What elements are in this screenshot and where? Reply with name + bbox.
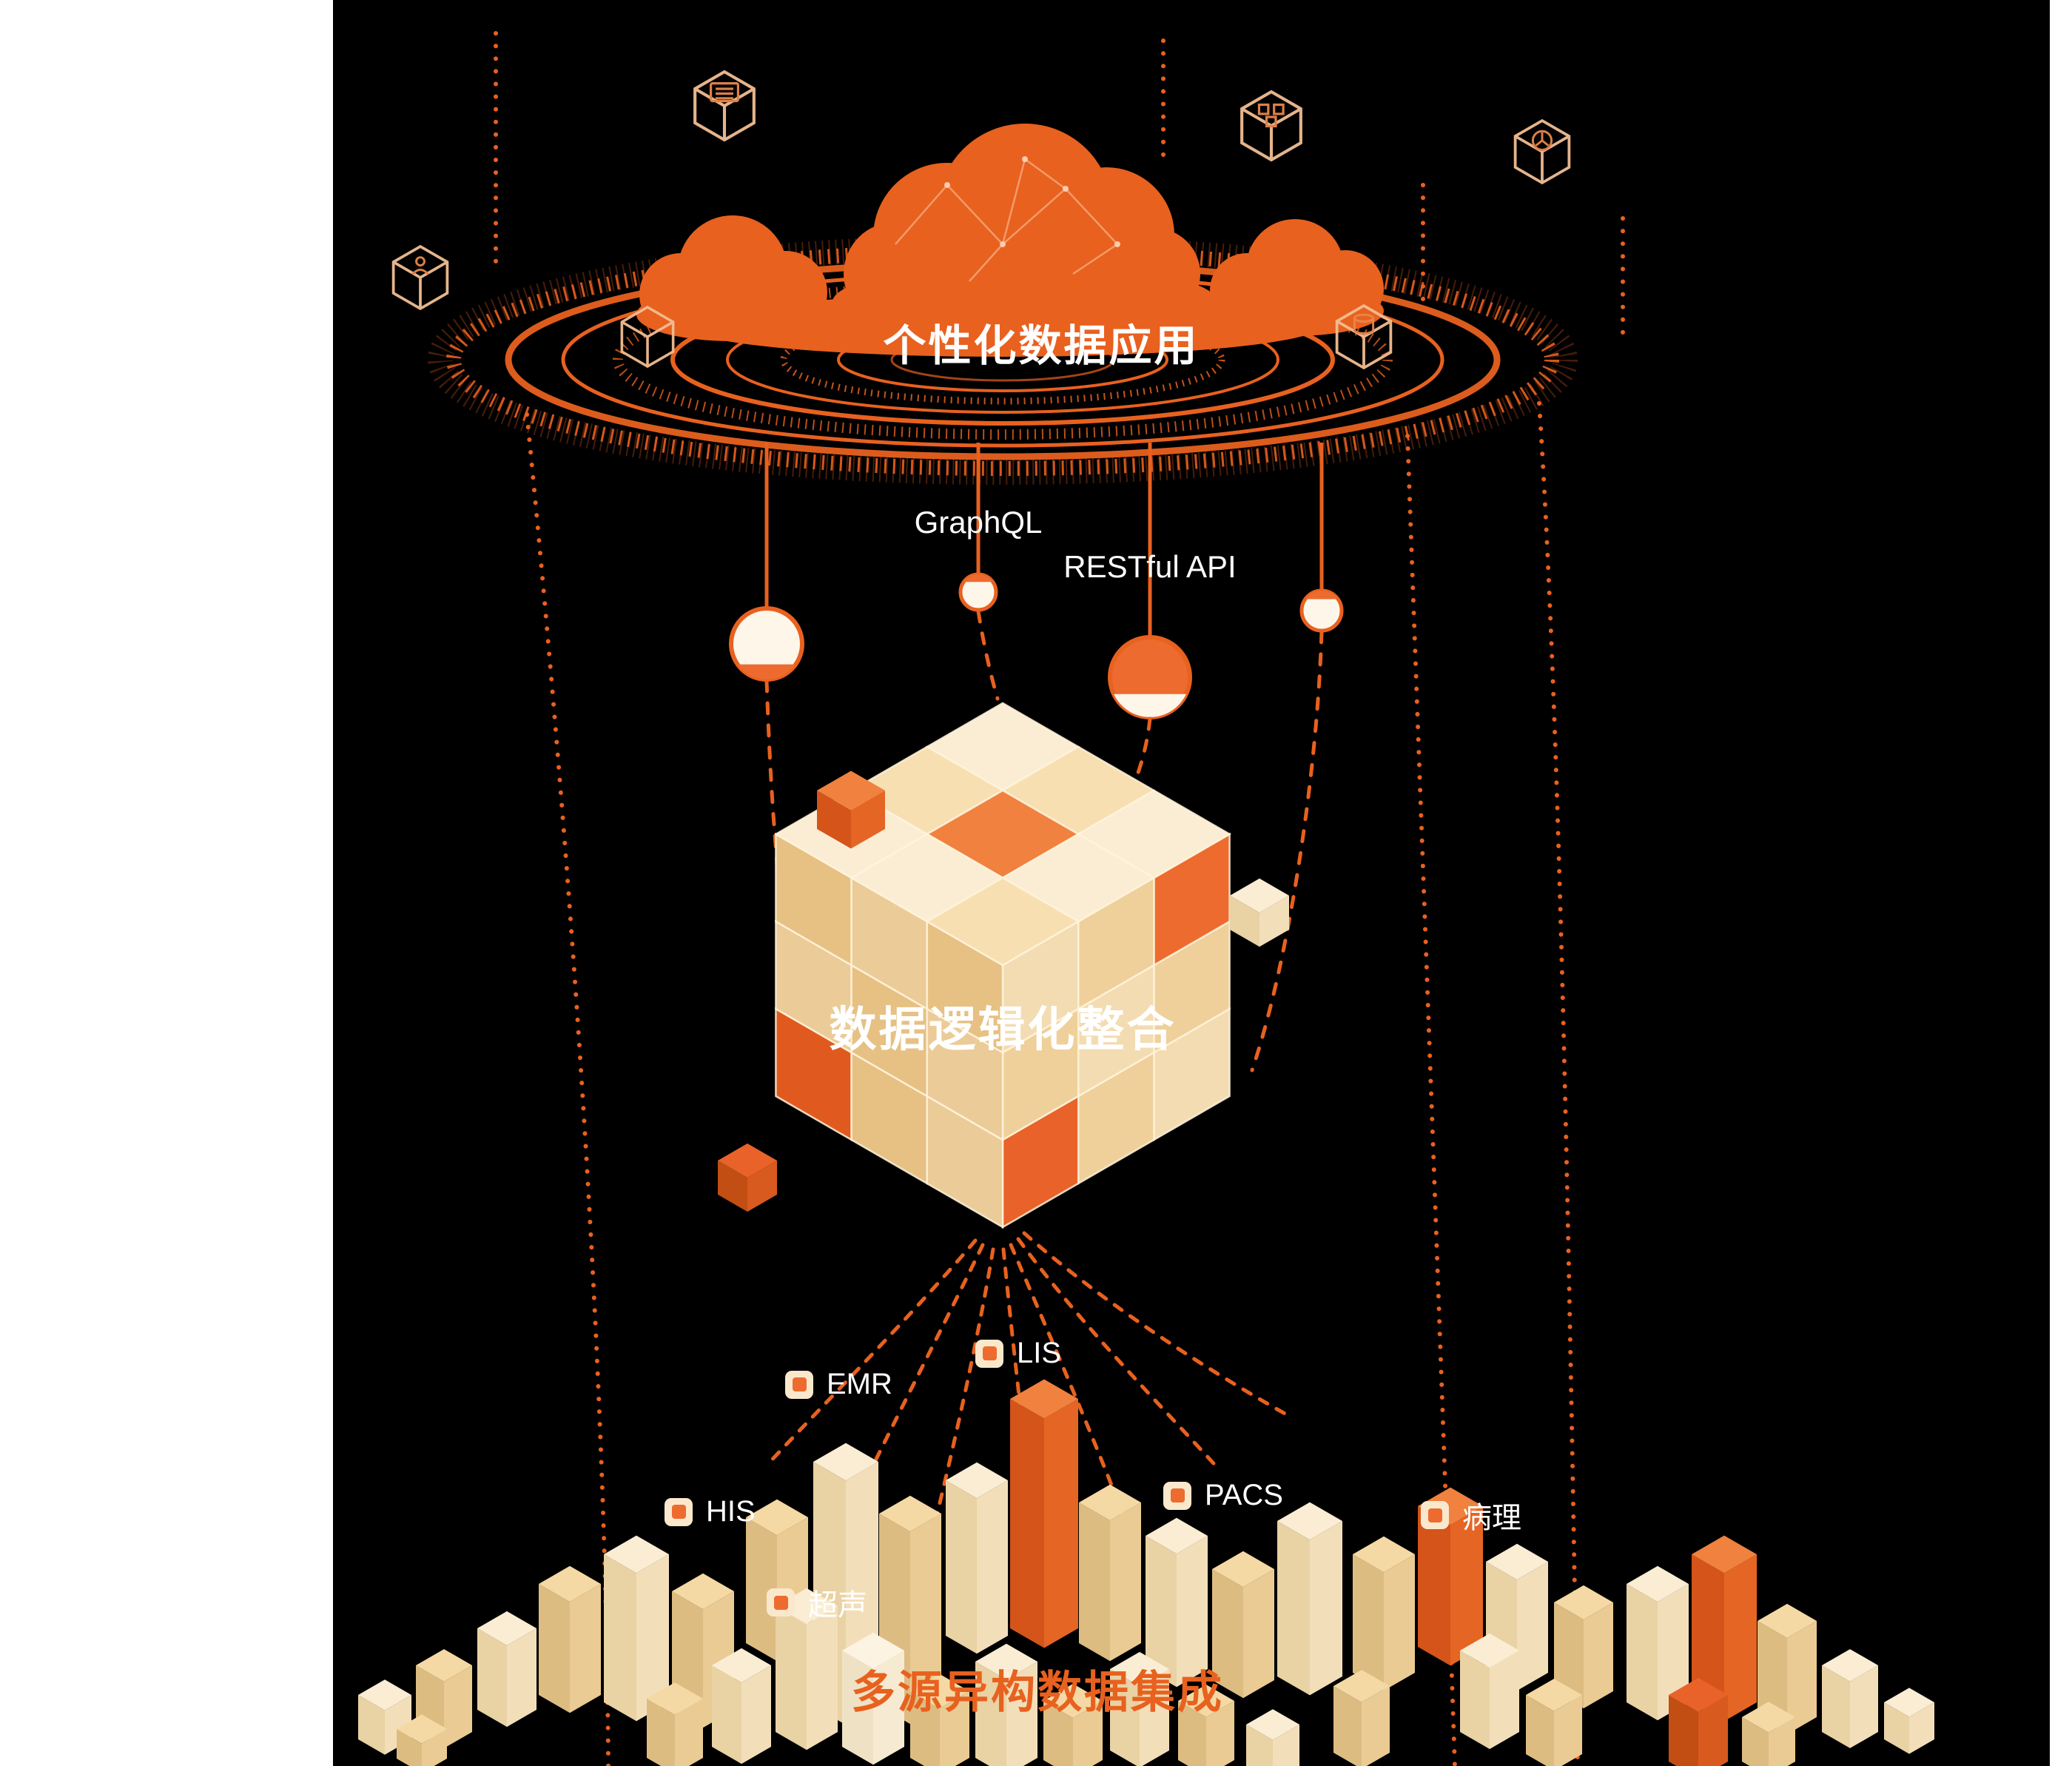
scene-graphic [358, 31, 1934, 1766]
middle-layer-title: 数据逻辑化整合 [829, 1003, 1177, 1056]
source-text: EMR [827, 1368, 892, 1400]
source-chip-icon [665, 1497, 693, 1526]
source-text: 超声 [808, 1589, 867, 1622]
source-chip-icon [1163, 1481, 1191, 1510]
source-label-lis: LIS [975, 1337, 1061, 1370]
api-balloons [729, 572, 1344, 719]
restful-api-label: RESTful API [1063, 549, 1237, 584]
modules-icon [1240, 90, 1302, 162]
dotted-accent-lines [494, 31, 1625, 346]
bottom-layer-title: 多源异构数据集成 [851, 1668, 1224, 1717]
stage: 个性化数据应用 数据逻辑化整合 多源异构数据集成 GraphQL RESTful… [333, 0, 2050, 1766]
server-icon [693, 70, 756, 142]
api-strings [764, 443, 1324, 637]
source-text: HIS [706, 1495, 756, 1528]
source-chip-icon [975, 1339, 1003, 1368]
source-label-pathology: 病理 [1421, 1494, 1521, 1537]
box-icon [620, 305, 675, 369]
bar-city [358, 1379, 1934, 1766]
source-label-ultrasound: 超声 [767, 1581, 867, 1624]
person-icon [391, 244, 449, 311]
source-chip-icon [767, 1588, 795, 1616]
cloud-cluster [636, 124, 1384, 357]
floating-icon-boxes [391, 70, 1571, 370]
balloon-restful [1108, 635, 1192, 719]
database-icon [1335, 303, 1393, 370]
source-text: PACS [1205, 1479, 1283, 1511]
network-icon [1513, 118, 1571, 185]
data-cube [773, 702, 1232, 1229]
balloon-small-right [1299, 588, 1344, 633]
source-label-pacs: PACS [1163, 1479, 1283, 1512]
balloon-large-left [729, 606, 804, 682]
graphql-label: GraphQL [914, 505, 1043, 540]
source-text: 病理 [1462, 1502, 1521, 1534]
source-label-emr: EMR [785, 1368, 892, 1401]
source-text: LIS [1017, 1337, 1062, 1369]
accent-cubes [718, 770, 1289, 1212]
source-chip-icon [785, 1370, 813, 1399]
source-label-his: HIS [665, 1495, 756, 1528]
source-chip-icon [1421, 1501, 1449, 1529]
balloon-graphql [958, 572, 998, 612]
top-layer-title: 个性化数据应用 [883, 322, 1200, 370]
